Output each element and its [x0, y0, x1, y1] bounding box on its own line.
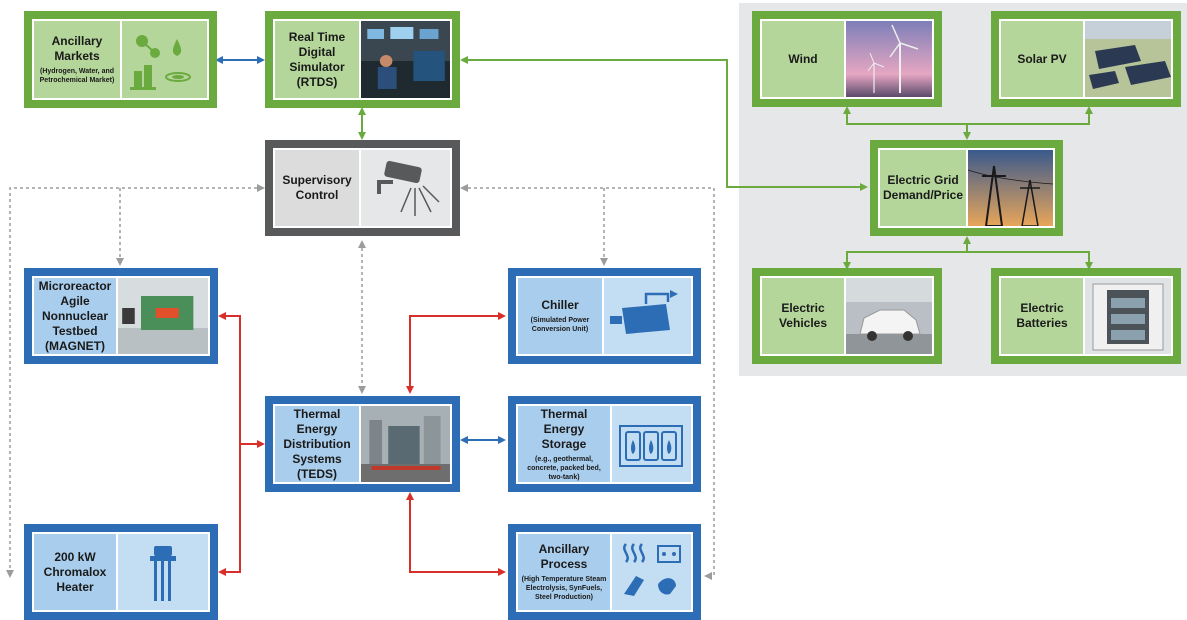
wind-turbine-photo [846, 19, 934, 99]
node-electric-vehicles[interactable]: Electric Vehicles [752, 268, 942, 364]
node-thermal-energy-storage[interactable]: Thermal Energy Storage (e.g., geothermal… [508, 396, 701, 492]
wind-title: Wind [788, 51, 818, 66]
storage-tanks-icon [612, 404, 693, 484]
chiller-subtitle: (Simulated Power Conversion Unit) [530, 317, 590, 333]
link-grid-renewables [843, 106, 1093, 125]
control-room-photo [361, 19, 452, 100]
node-electric-batteries[interactable]: Electric Batteries [991, 268, 1181, 364]
node-batteries-label: Electric Batteries [999, 276, 1085, 356]
node-heater-label: 200 kW Chromalox Heater [32, 532, 118, 612]
supervisory-title: Supervisory Control [282, 173, 352, 202]
node-chiller-label: Chiller (Simulated Power Conversion Unit… [516, 276, 604, 356]
node-ev-label: Electric Vehicles [760, 276, 846, 356]
node-teds[interactable]: Thermal Energy Distribution Systems (TED… [265, 396, 460, 492]
node-magnet[interactable]: Microreactor Agile Nonnuclear Testbed (M… [24, 268, 218, 364]
chiller-title: Chiller [541, 298, 579, 312]
tes-subtitle: (e.g., geothermal, concrete, packed bed,… [527, 455, 601, 481]
link-teds-process [406, 492, 506, 576]
node-wind-label: Wind [760, 19, 846, 99]
node-ancillary-markets-label: Ancillary Markets (Hydrogen, Water, and … [32, 19, 122, 100]
node-magnet-label: Microreactor Agile Nonnuclear Testbed (M… [32, 276, 118, 356]
solar-panel-photo [1085, 19, 1173, 99]
ancillary-markets-title: Ancillary Markets [51, 34, 103, 63]
rtds-title: Real Time Digital Simulator (RTDS) [288, 29, 346, 89]
link-teds-chiller [406, 312, 506, 394]
node-supervisory-label: Supervisory Control [273, 148, 361, 228]
ancillary-markets-subtitle: (Hydrogen, Water, and Petrochemical Mark… [39, 68, 115, 84]
solar-title: Solar PV [1017, 51, 1067, 66]
battery-container-photo [1085, 276, 1173, 356]
electric-car-photo [846, 276, 934, 356]
batteries-title: Electric Batteries [1016, 301, 1068, 330]
heater-title: 200 kW Chromalox Heater [43, 549, 107, 594]
link-rtds-grid [460, 56, 868, 191]
testbed-photo [118, 276, 210, 356]
node-grid-label: Electric Grid Demand/Price [878, 148, 968, 228]
ancillary-process-title: Ancillary Process [538, 542, 590, 571]
teds-title: Thermal Energy Distribution Systems (TED… [283, 406, 351, 481]
link-supervisory-left [6, 184, 265, 578]
heater-element-icon [118, 532, 210, 612]
node-solar-pv[interactable]: Solar PV [991, 11, 1181, 107]
grid-title: Electric Grid Demand/Price [882, 173, 964, 202]
node-electric-grid[interactable]: Electric Grid Demand/Price [870, 140, 1063, 236]
link-magnet-heater [218, 312, 241, 576]
node-tes-label: Thermal Energy Storage (e.g., geothermal… [516, 404, 612, 484]
node-wind[interactable]: Wind [752, 11, 942, 107]
node-heater[interactable]: 200 kW Chromalox Heater [24, 524, 218, 620]
tes-title: Thermal Energy Storage [540, 406, 588, 451]
node-chiller[interactable]: Chiller (Simulated Power Conversion Unit… [508, 268, 701, 364]
node-solar-label: Solar PV [999, 19, 1085, 99]
node-supervisory-control[interactable]: Supervisory Control [265, 140, 460, 236]
link-grid-storage [843, 251, 1093, 270]
steam-fuel-icon [612, 532, 693, 612]
link-supervisory-right [460, 184, 715, 580]
ancillary-process-subtitle: (High Temperature Steam Electrolysis, Sy… [521, 576, 607, 601]
node-rtds[interactable]: Real Time Digital Simulator (RTDS) [265, 11, 460, 108]
security-camera-icon [361, 148, 452, 228]
chiller-unit-icon [604, 276, 693, 356]
node-teds-label: Thermal Energy Distribution Systems (TED… [273, 404, 361, 484]
node-ancillary-process-label: Ancillary Process (High Temperature Stea… [516, 532, 612, 612]
molecule-factory-icon [122, 19, 209, 100]
transmission-tower-photo [968, 148, 1055, 228]
ev-title: Electric Vehicles [778, 301, 828, 330]
node-ancillary-markets[interactable]: Ancillary Markets (Hydrogen, Water, and … [24, 11, 217, 108]
node-rtds-label: Real Time Digital Simulator (RTDS) [273, 19, 361, 100]
magnet-title: Microreactor Agile Nonnuclear Testbed (M… [38, 278, 112, 353]
node-ancillary-process[interactable]: Ancillary Process (High Temperature Stea… [508, 524, 701, 620]
teds-photo [361, 404, 452, 484]
